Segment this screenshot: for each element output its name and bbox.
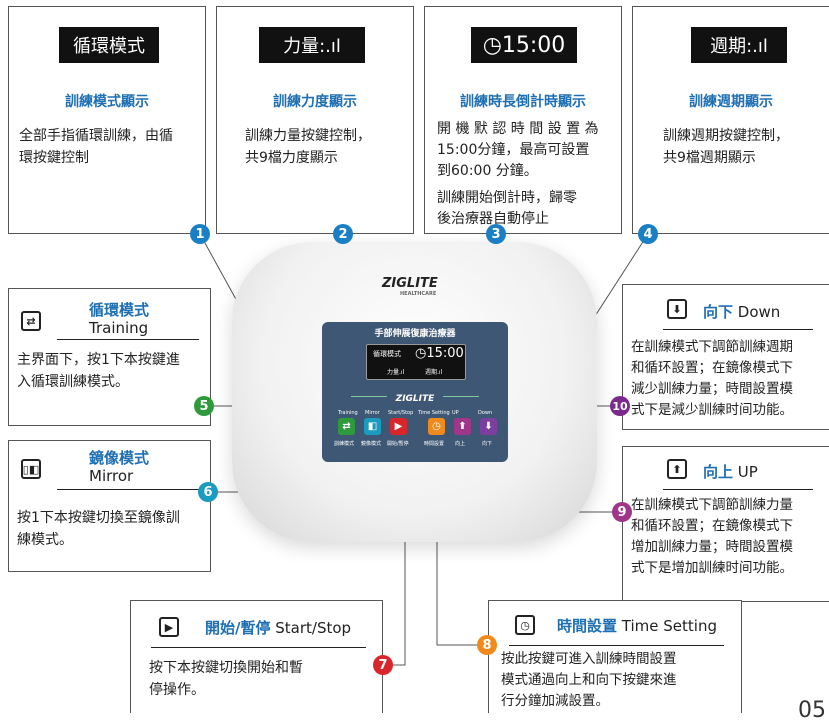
- box-up-button: ⬆ 向上 UP 在訓練模式下調節訓練力量和循环設置；在鏡像模式下 增加訓練力量；…: [622, 446, 829, 602]
- panel-brand: ZIGLITE: [322, 386, 508, 405]
- device-screen: 循環模式 ◷15:00 力量.ıl 週期.ıl: [366, 344, 466, 380]
- lcd-cycle: 週期:.ıl: [691, 27, 787, 63]
- box-title: 訓練力度顯示: [273, 94, 357, 110]
- device-down-button[interactable]: ⬇: [480, 418, 497, 435]
- panel-title: 手部伸展復康治療器: [374, 329, 456, 339]
- device-body: ZIGLITE HEALTHCARE 手部伸展復康治療器 循環模式 ◷15:00…: [232, 242, 597, 542]
- device-startstop-button[interactable]: ▶: [390, 418, 407, 435]
- badge-5: 5: [194, 396, 214, 416]
- box-desc: 訓練週期按鍵控制，共9檔週期顯示: [663, 128, 789, 166]
- device-timeset-button[interactable]: ◷: [428, 418, 445, 435]
- box-timeset-button: ◷ 時間設置 Time Setting 按此按鍵可進入訓練時間設置模式通過向上和…: [488, 600, 742, 713]
- box-header: 循環模式 Training: [89, 301, 150, 337]
- box-desc: 在訓練模式下調節訓練力量和循环設置；在鏡像模式下 增加訓練力量；時間設置模式下是…: [631, 497, 793, 576]
- box-title: 訓練週期顯示: [689, 94, 773, 110]
- device-training-button[interactable]: ⇄: [338, 418, 355, 435]
- badge-7: 7: [373, 655, 393, 675]
- box-desc: 按下本按鍵切換開始和暫停操作。: [149, 660, 303, 698]
- lcd-force: 力量:.ıl: [259, 27, 365, 63]
- box-header: 開始/暫停 Start/Stop: [205, 619, 352, 637]
- box-title: 訓練時長倒計時顯示: [460, 94, 586, 110]
- box-desc: 在訓練模式下調節訓練週期和循环設置；在鏡像模式下 減少訓練力量；時間設置模式下是…: [631, 339, 793, 418]
- box-desc: 訓練力量按鍵控制，共9檔力度顯示: [245, 128, 371, 166]
- brand-logo: ZIGLITE HEALTHCARE: [382, 276, 438, 297]
- cycle-icon: ⇄: [21, 311, 41, 331]
- box-header: 向上 UP: [703, 463, 758, 481]
- box-title: 訓練模式顯示: [65, 94, 149, 110]
- box-mirror-button: ▯◧ 鏡像模式 Mirror 按1下本按鍵切換至鏡像訓練模式。: [8, 440, 211, 572]
- box-header: 鏡像模式 Mirror: [89, 449, 150, 485]
- box-cycle-display: 週期:.ıl 訓練週期顯示 訓練週期按鍵控制，共9檔週期顯示: [632, 6, 829, 234]
- lcd-mode: 循環模式: [59, 27, 159, 63]
- box-desc: 按此按鍵可進入訓練時間設置模式通過向上和向下按鍵來進 行分鐘加減設置。: [501, 651, 677, 709]
- badge-8: 8: [477, 635, 497, 655]
- lcd-timer: ◷15:00: [471, 27, 577, 63]
- box-force-display: 力量:.ıl 訓練力度顯示 訓練力量按鍵控制，共9檔力度顯示: [216, 6, 414, 234]
- badge-2: 2: [333, 224, 353, 244]
- box-training-mode-display: 循環模式 訓練模式顯示 全部手指循環訓練，由循環按鍵控制: [8, 6, 206, 234]
- control-panel: 手部伸展復康治療器 循環模式 ◷15:00 力量.ıl 週期.ıl ZIGLIT…: [322, 322, 508, 462]
- arrow-down-icon: ⬇: [667, 299, 687, 319]
- arrow-up-icon: ⬆: [667, 459, 687, 479]
- box-header: 時間設置 Time Setting: [557, 617, 717, 635]
- mirror-icon: ▯◧: [21, 459, 41, 479]
- play-pause-icon: ▶: [159, 617, 179, 637]
- box-startstop-button: ▶ 開始/暫停 Start/Stop 按下本按鍵切換開始和暫停操作。: [130, 600, 383, 713]
- box-desc: 全部手指循環訓練，由循環按鍵控制: [19, 128, 173, 166]
- box-desc: 按1下本按鍵切換至鏡像訓練模式。: [17, 510, 180, 548]
- box-down-button: ⬇ 向下 Down 在訓練模式下調節訓練週期和循环設置；在鏡像模式下 減少訓練力…: [622, 284, 829, 430]
- badge-4: 4: [638, 224, 658, 244]
- badge-6: 6: [198, 482, 218, 502]
- badge-1: 1: [190, 224, 210, 244]
- device-mirror-button[interactable]: ◧: [364, 418, 381, 435]
- box-desc: 主界面下，按1下本按鍵進入循環訓練模式。: [17, 352, 180, 390]
- device-up-button[interactable]: ⬆: [454, 418, 471, 435]
- badge-3: 3: [486, 224, 506, 244]
- clock-icon: ◷: [515, 615, 535, 635]
- box-training-button: ⇄ 循環模式 Training 主界面下，按1下本按鍵進入循環訓練模式。: [8, 288, 211, 426]
- page-number: 05: [798, 698, 826, 723]
- badge-9: 9: [612, 502, 632, 522]
- box-header: 向下 Down: [703, 303, 781, 321]
- badge-10: 10: [610, 396, 630, 416]
